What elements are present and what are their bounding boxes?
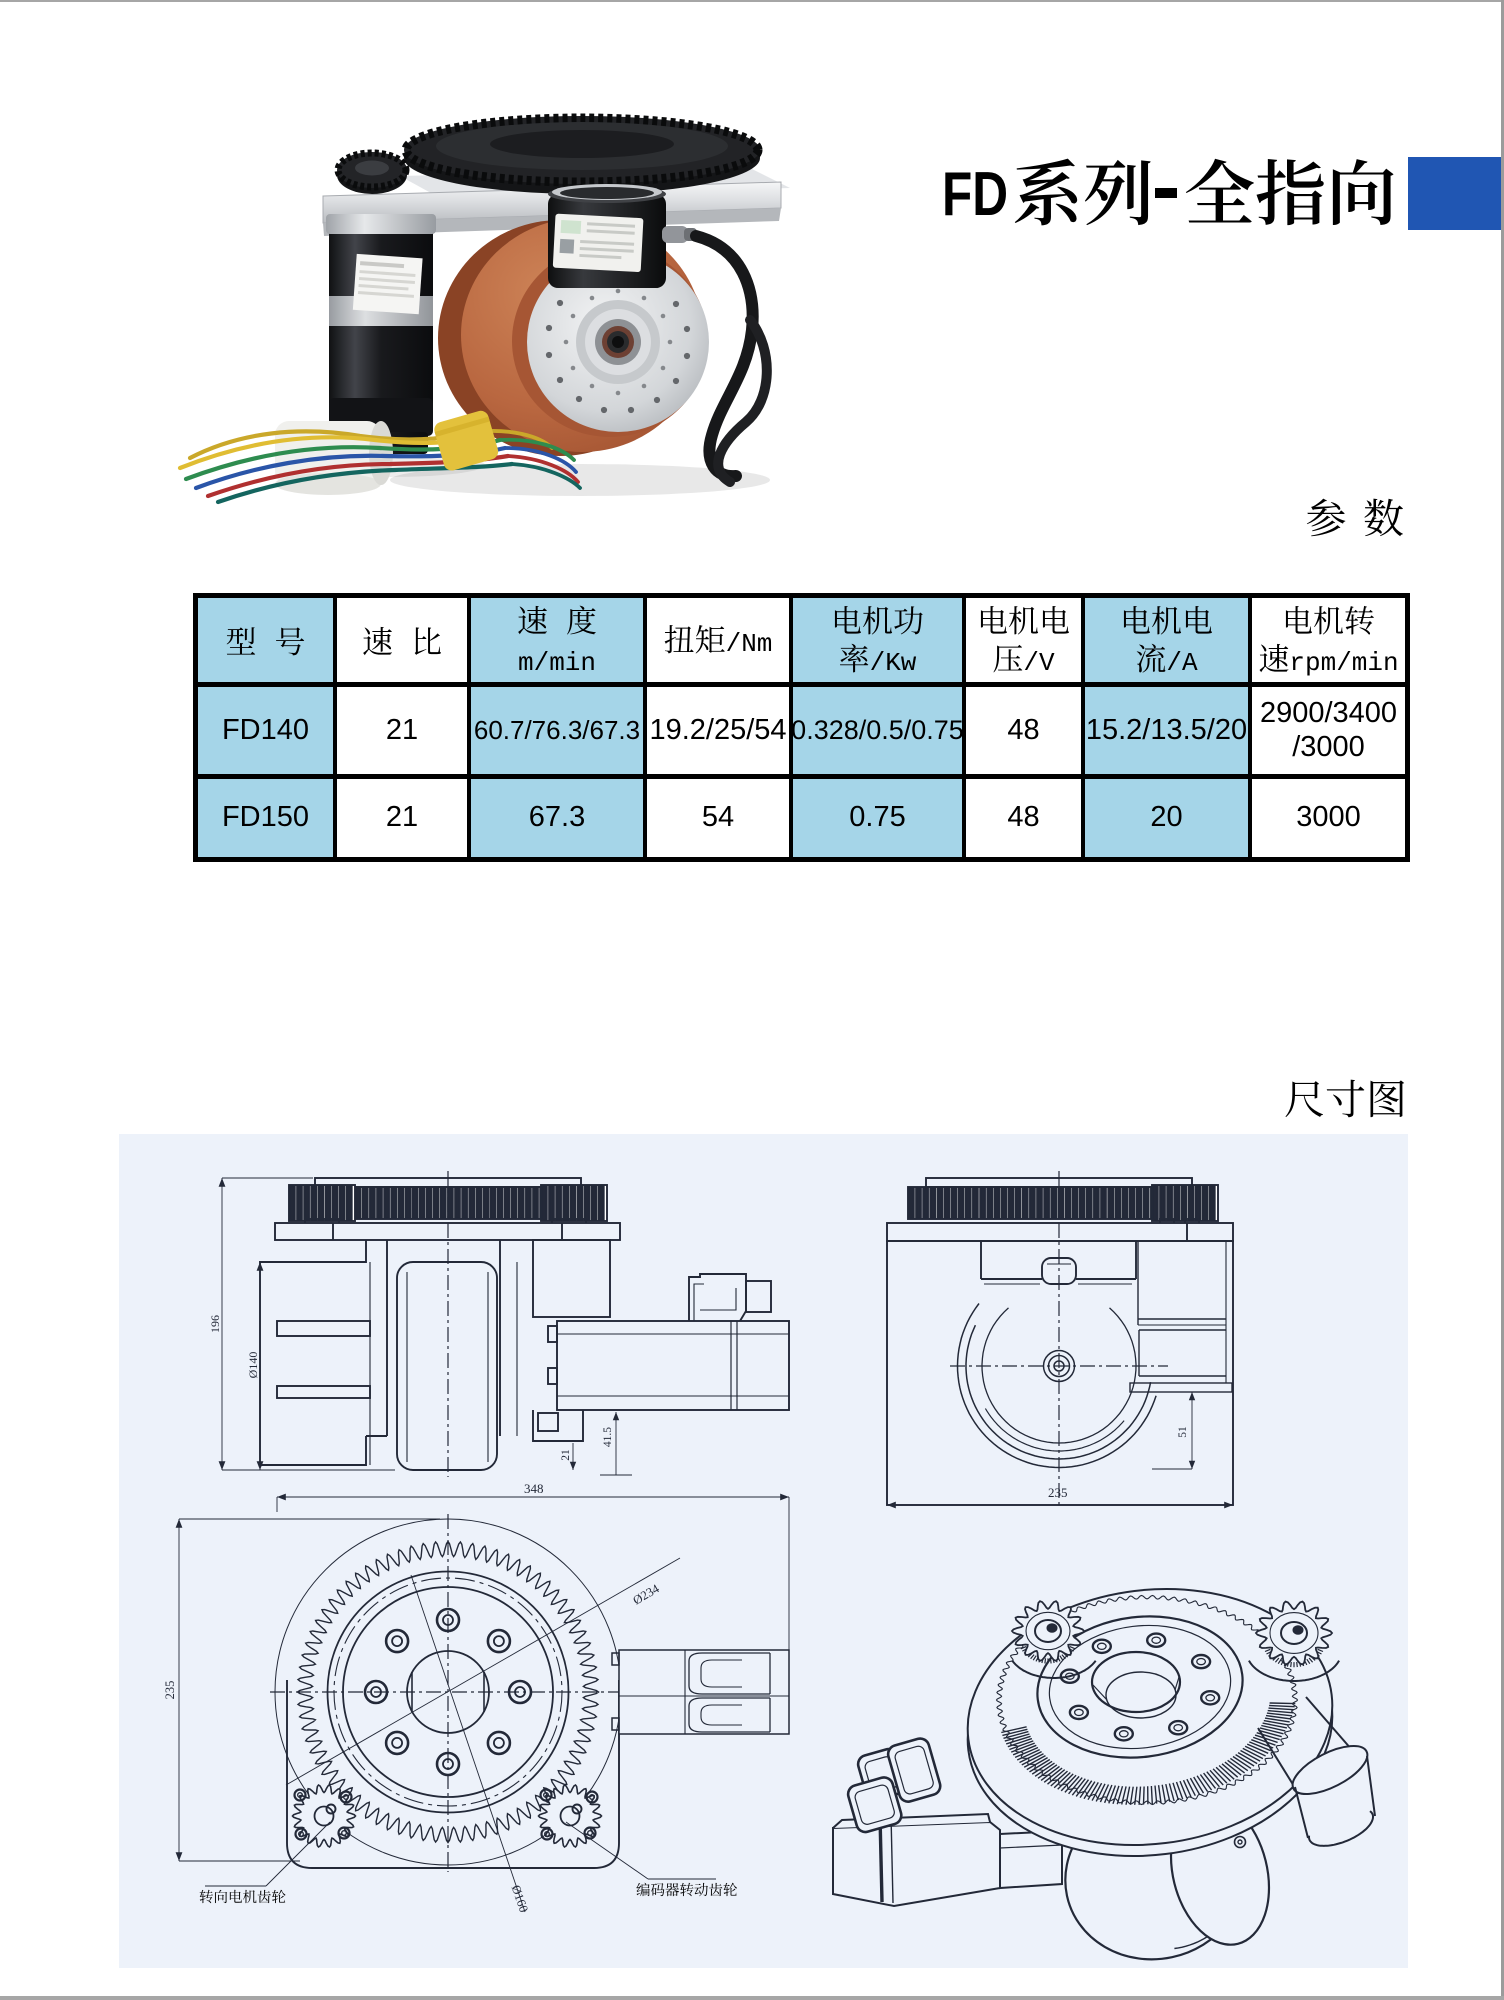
svg-text:编码器转动齿轮: 编码器转动齿轮 — [636, 1879, 738, 1900]
svg-text:348: 348 — [524, 1481, 544, 1496]
svg-text:196: 196 — [208, 1315, 222, 1333]
svg-text:Ø140: Ø140 — [246, 1352, 260, 1379]
svg-text:21: 21 — [560, 1449, 572, 1461]
svg-text:Ø160: Ø160 — [509, 1883, 531, 1914]
svg-text:转向电机齿轮: 转向电机齿轮 — [199, 1886, 286, 1907]
svg-text:51: 51 — [1177, 1426, 1189, 1438]
svg-text:235: 235 — [163, 1681, 177, 1700]
svg-text:41.5: 41.5 — [602, 1427, 614, 1447]
svg-text:Ø234: Ø234 — [630, 1581, 662, 1607]
svg-text:235: 235 — [1048, 1485, 1068, 1500]
